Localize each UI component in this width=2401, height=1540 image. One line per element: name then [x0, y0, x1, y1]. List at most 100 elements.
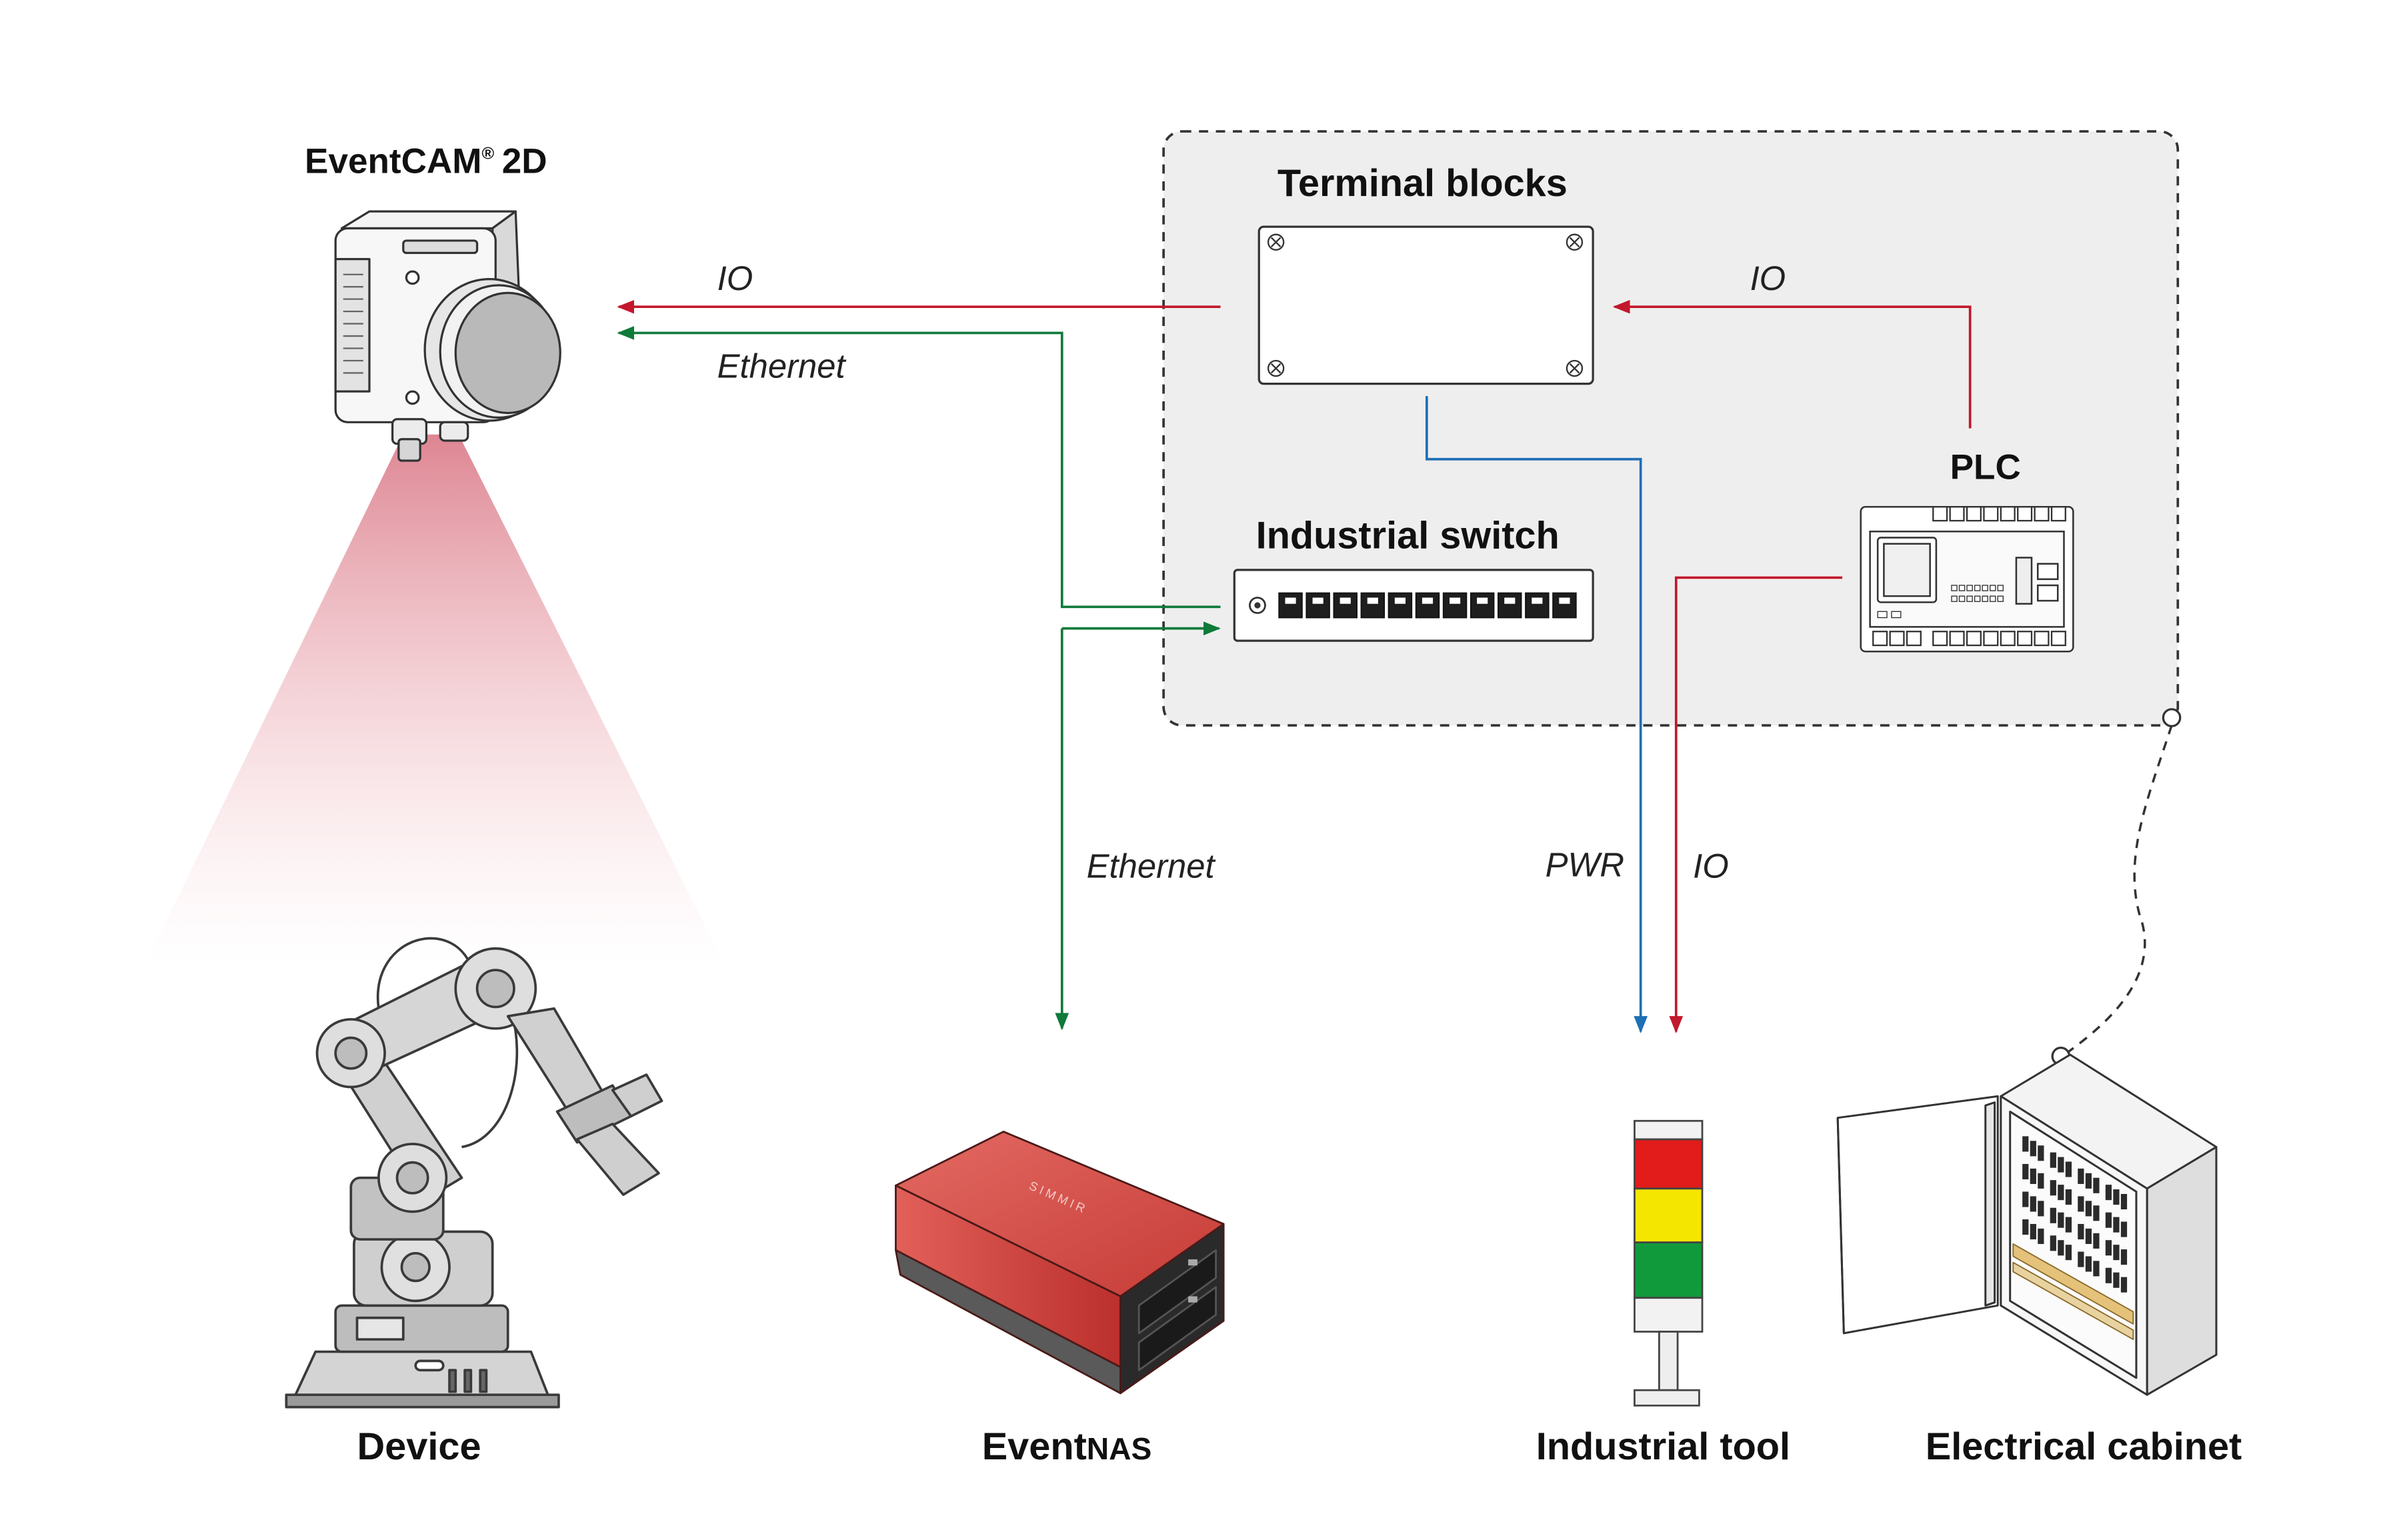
ethernet-port — [1525, 592, 1550, 619]
plc-led — [1982, 585, 1988, 591]
plc-led — [1997, 595, 2004, 602]
camera-field-of-view — [146, 434, 723, 963]
pwr-wire-tool-label: PWR — [1546, 845, 1624, 883]
breaker-switch — [2058, 1240, 2064, 1256]
port-notch — [1532, 597, 1543, 604]
cabinet-breakers — [2022, 1136, 2128, 1293]
plc-terminal — [2017, 631, 2033, 647]
nas-storage-icon — [895, 1131, 1225, 1395]
cabinet-link-line — [2062, 725, 2173, 1057]
plc-led — [1997, 585, 2004, 591]
ethernet-port — [1360, 592, 1386, 619]
breaker-switch — [2030, 1196, 2036, 1212]
breaker-switch — [2030, 1141, 2036, 1157]
tower-red-light — [1634, 1138, 1704, 1190]
plc-terminal — [2017, 506, 2033, 522]
plc-led — [1958, 595, 1966, 602]
breaker-module — [2050, 1152, 2072, 1177]
electrical-cabinet-label: Electrical cabinet — [1926, 1425, 2242, 1468]
breaker-switch — [2085, 1228, 2092, 1244]
breaker-switch — [2085, 1201, 2092, 1217]
breaker-switch — [2113, 1217, 2120, 1233]
plc-top-terminals — [1932, 506, 2066, 522]
plc-led — [1982, 595, 1988, 602]
port-notch — [1340, 597, 1351, 604]
breaker-switch — [2078, 1251, 2084, 1267]
tower-yellow-light — [1634, 1187, 1704, 1244]
plc-bottom-terminals — [1872, 631, 2066, 647]
breaker-module — [2078, 1223, 2100, 1249]
industrial-tool-label: Industrial tool — [1536, 1425, 1790, 1468]
breaker-switch — [2050, 1180, 2056, 1196]
ethernet-port — [1415, 592, 1440, 619]
breaker-switch — [2022, 1219, 2029, 1235]
breaker-switch — [2113, 1189, 2120, 1205]
plc-terminal — [1906, 631, 1922, 647]
ethernet-wire-nas-label: Ethernet — [1087, 847, 1216, 885]
ethernet-port — [1278, 592, 1303, 619]
ethernet-port — [1306, 592, 1330, 619]
breaker-switch — [2105, 1185, 2112, 1201]
breaker-switch — [2050, 1152, 2056, 1168]
plc-terminal — [2034, 631, 2050, 647]
tower-green-light — [1634, 1241, 1704, 1299]
breaker-switch — [2078, 1168, 2084, 1184]
link-endpoint-top — [2162, 708, 2182, 727]
port-notch — [1394, 597, 1406, 604]
plc-terminal — [2050, 631, 2066, 647]
robot-arm-icon — [285, 937, 663, 1409]
port-notch — [1367, 597, 1378, 604]
breaker-switch — [2058, 1157, 2064, 1173]
io-wire-plc-label: IO — [1750, 259, 1786, 297]
io-wire-tool — [1669, 576, 1843, 1034]
breaker-switch — [2050, 1207, 2056, 1223]
breaker-switch — [2038, 1228, 2044, 1244]
switch-ports — [1278, 592, 1577, 619]
breaker-module — [2078, 1251, 2100, 1277]
breaker-switch — [2065, 1217, 2072, 1233]
plc-terminal — [1932, 631, 1948, 647]
breaker-switch — [2030, 1223, 2036, 1240]
breaker-module — [2050, 1235, 2072, 1261]
pwr-wire-tool — [1425, 396, 1648, 1034]
breaker-switch — [2105, 1212, 2112, 1228]
camera-label: EventCAM®2D — [305, 141, 547, 181]
breaker-switch — [2065, 1161, 2072, 1177]
breaker-module — [2105, 1212, 2128, 1237]
plc-terminal — [1949, 506, 1965, 522]
ethernet-port — [1498, 592, 1522, 619]
port-notch — [1477, 597, 1488, 604]
breaker-switch — [2120, 1221, 2128, 1237]
breaker-switch — [2120, 1249, 2128, 1265]
breaker-module — [2105, 1240, 2128, 1265]
screw-icon — [1267, 233, 1584, 377]
breaker-module — [2078, 1196, 2100, 1221]
plc-led — [1966, 585, 1973, 591]
ethernet-port — [1442, 592, 1468, 619]
ethernet-port — [1470, 592, 1495, 619]
io-wire-plc — [1612, 299, 1972, 429]
breaker-switch — [2050, 1235, 2056, 1251]
plc-led — [1891, 611, 1902, 619]
plc-terminal — [2034, 506, 2050, 522]
plc-terminal — [2000, 506, 2016, 522]
network-switch-icon — [1233, 569, 1594, 642]
io-wire-camera-label: IO — [717, 259, 753, 297]
plc-led — [1989, 585, 1996, 591]
ethernet-wire-camera-label: Ethernet — [717, 347, 847, 385]
breaker-switch — [2120, 1277, 2128, 1293]
plc-led — [1951, 585, 1958, 591]
breaker-switch — [2078, 1223, 2084, 1240]
port-notch — [1312, 597, 1324, 604]
breaker-module — [2105, 1267, 2128, 1293]
breaker-switch — [2105, 1240, 2112, 1256]
breaker-switch — [2022, 1163, 2029, 1180]
io-wire-tool-label: IO — [1693, 847, 1729, 885]
plc-led — [1966, 595, 1973, 602]
signal-tower-light-icon — [1634, 1119, 1704, 1407]
breaker-module — [2105, 1185, 2128, 1210]
breaker-switch — [2022, 1191, 2029, 1207]
breaker-switch — [2065, 1189, 2072, 1205]
breaker-switch — [2038, 1145, 2044, 1161]
